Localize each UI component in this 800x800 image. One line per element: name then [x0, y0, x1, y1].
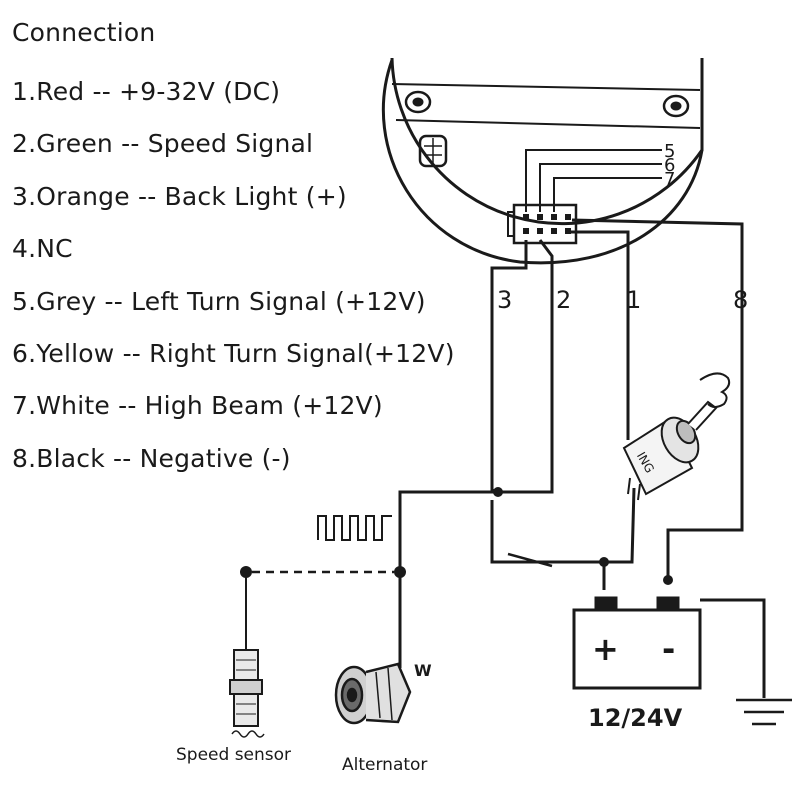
wire-labels: 3 2 1 8 — [497, 286, 748, 314]
key-hand — [699, 372, 731, 408]
wires — [398, 218, 766, 698]
speed-sensor-label: Speed sensor — [176, 745, 291, 765]
lead-pin-5 — [525, 149, 662, 212]
ground-icon — [736, 698, 792, 726]
gauge-bottom-arc — [381, 59, 704, 265]
ground-line — [700, 598, 766, 698]
wire-label-8: 8 — [733, 286, 748, 314]
connection-legend: Connection 1.Red -- +9-32V (DC) 2.Green … — [12, 14, 455, 485]
gauge-connector — [507, 203, 578, 245]
junction-dot-battery-plus — [599, 557, 609, 567]
alternator-w-label: W — [414, 661, 432, 680]
wire-8-negative — [571, 218, 744, 580]
wire-label-3: 3 — [497, 286, 512, 314]
junction-dot-battery-minus — [663, 575, 673, 585]
legend-item: 4.NC — [12, 234, 73, 264]
backlight-switch-blade — [507, 552, 553, 568]
gauge — [381, 57, 704, 265]
lead-pin-7 — [553, 177, 662, 212]
gauge-top-bar-upper — [391, 83, 701, 91]
legend-item: 3.Orange -- Back Light (+) — [12, 181, 347, 211]
legend-item: 2.Green -- Speed Signal — [12, 129, 314, 159]
ignition-switch-icon — [622, 372, 731, 501]
legend-item: 1.Red -- +9-32V (DC) — [12, 77, 281, 106]
ignition-to-battery — [602, 487, 636, 590]
gauge-top-bar-lower — [395, 119, 701, 129]
alternator-icon — [334, 662, 412, 725]
legend-item: 7.White -- High Beam (+12V) — [12, 391, 383, 421]
battery-plus-sign: + — [592, 630, 619, 668]
pin-label-5: 5 — [664, 141, 675, 162]
gauge-mounting-screw-left — [404, 90, 432, 114]
alternator-label: Alternator — [342, 755, 427, 775]
gauge-pin-labels: 5 6 7 — [664, 141, 675, 190]
battery-voltage-label: 12/24V — [588, 704, 683, 732]
speed-sensor-icon — [229, 572, 265, 738]
junction-dots — [240, 487, 673, 585]
legend-item: 5.Grey -- Left Turn Signal (+12V) — [12, 286, 426, 316]
square-wave-signal-icon — [317, 515, 392, 541]
pin-label-6: 6 — [664, 155, 675, 176]
lead-pin-6 — [539, 163, 662, 212]
wire-2-speed-signal — [398, 239, 554, 575]
gauge-outline — [390, 57, 704, 226]
gauge-indicator-bulb — [418, 134, 448, 168]
wire-3-back-light — [490, 240, 528, 494]
legend-title: Connection — [12, 18, 156, 47]
junction-dot-backlight — [493, 487, 503, 497]
wire-label-2: 2 — [556, 286, 571, 314]
battery-minus-sign: - — [662, 630, 675, 668]
battery-icon — [572, 596, 702, 690]
legend-item: 6.Yellow -- Right Turn Signal(+12V) — [12, 339, 455, 369]
legend-item: 8.Black -- Negative (-) — [12, 443, 291, 473]
wire-1-power — [568, 230, 630, 440]
wire-label-1: 1 — [626, 286, 641, 314]
pin-label-7: 7 — [664, 169, 675, 190]
gauge-mounting-screw-right — [662, 94, 690, 118]
junction-dot-alternator — [394, 566, 406, 578]
backlight-switch-line — [490, 500, 604, 564]
